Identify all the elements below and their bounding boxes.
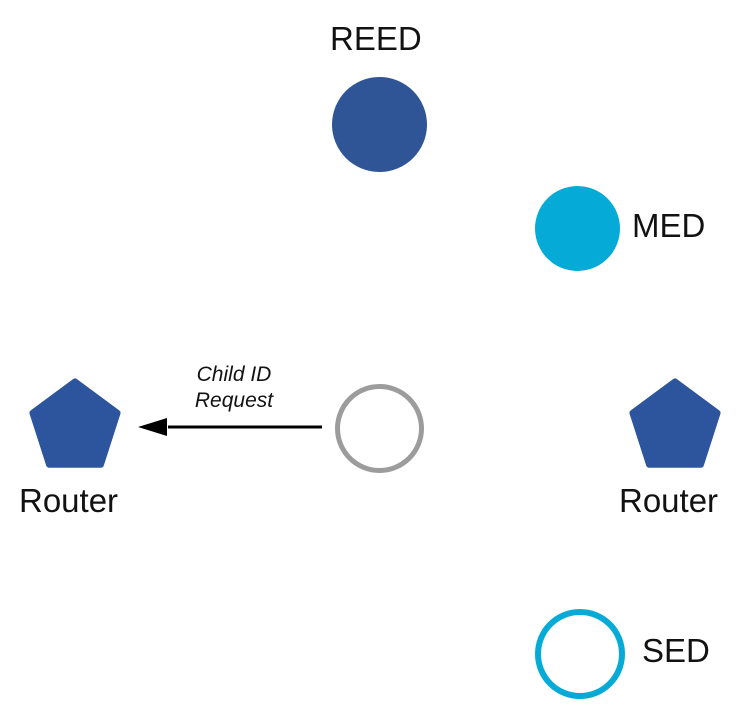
reed-node-circle[interactable] <box>332 77 427 172</box>
reed-node-label: REED <box>330 20 422 57</box>
child-id-request-label-line2: Request <box>194 389 274 412</box>
arrow-head-icon <box>138 418 167 436</box>
child-id-request-arrow <box>138 418 322 436</box>
pentagon-path <box>629 378 721 468</box>
router-left-node-pentagon[interactable] <box>29 378 121 470</box>
router-right-node-pentagon[interactable] <box>629 378 721 470</box>
sed-node-circle[interactable] <box>535 609 625 699</box>
child-id-request-edge-label: Child ID Request <box>164 362 304 414</box>
med-node-label: MED <box>632 207 706 244</box>
pentagon-path <box>29 378 121 468</box>
router-left-node-label: Router <box>19 482 119 519</box>
child-id-request-label-line1: Child ID <box>196 363 272 386</box>
sed-node-label: SED <box>642 632 710 669</box>
center-node-circle[interactable] <box>335 384 424 473</box>
router-right-node-label: Router <box>619 482 719 519</box>
med-node-circle[interactable] <box>535 186 620 271</box>
